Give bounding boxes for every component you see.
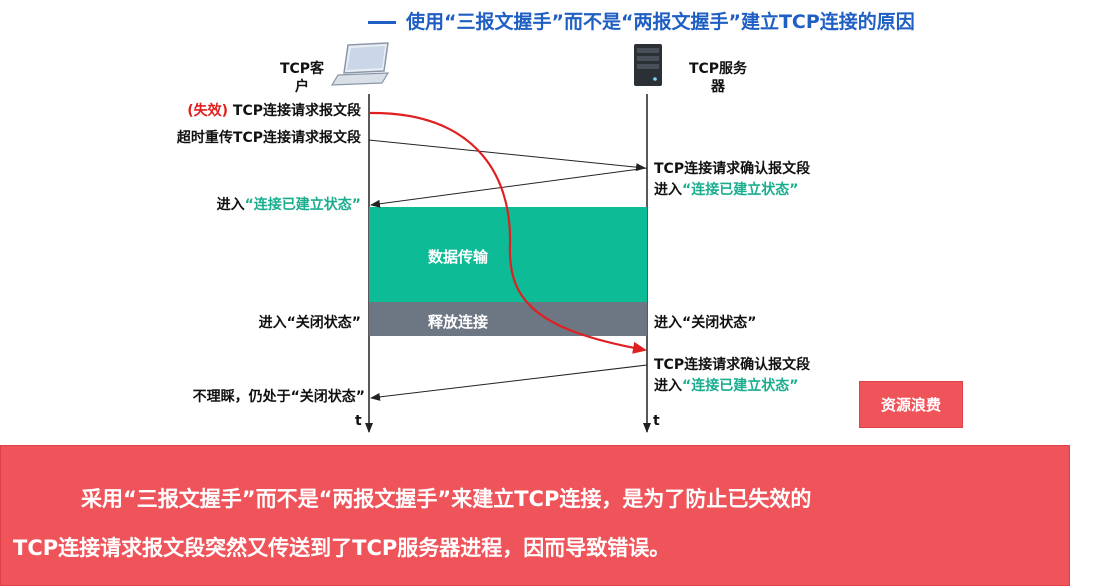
conclusion-box: 采用“三报文握手”而不是“两报文握手”来建立TCP连接，是为了防止已失效的 TC… [0,445,1070,586]
server-enter-prefix2: 进入 [654,378,682,394]
server-established-state2: “连接已建立状态” [682,378,799,394]
delayed-request-arrow [369,111,647,354]
server-confirm1-label: TCP连接请求确认报文段 [654,161,811,177]
page-title: 使用“三报文握手”而不是“两报文握手”建立TCP连接的原因 [368,7,915,34]
client-established-label: 进入“连接已建立状态” [217,196,361,214]
resource-waste-badge: 资源浪费 [859,381,963,428]
confirm-arrow [370,167,648,208]
conclusion-line1: 采用“三报文握手”而不是“两报文握手”来建立TCP连接，是为了防止已失效的 [81,487,812,511]
server-icon [634,44,662,86]
invalid-tag: (失效) [187,103,229,119]
client-name-line1: TCP客 [279,61,325,77]
invalid-request-label: (失效) TCP连接请求报文段 [187,102,361,120]
handshake-diagram [330,42,662,433]
title-dash-icon [368,21,396,24]
server-established2-label: 进入“连接已建立状态” [654,377,798,395]
client-enter-prefix: 进入 [216,197,245,213]
data-transfer-band [369,207,647,302]
title-text: 使用“三报文握手”而不是“两报文握手”建立TCP连接的原因 [406,11,915,33]
release-band [369,302,647,336]
retransmit-request-label: 超时重传TCP连接请求报文段 [176,130,361,146]
server-enter-prefix1: 进入 [654,182,682,198]
server-established1-label: 进入“连接已建立状态” [654,181,798,199]
client-label: TCP客 户 [262,60,342,96]
laptop-icon [330,42,390,86]
data-transfer-label: 数据传输 [428,248,489,266]
retransmit-arrow [368,139,646,172]
client-name-line2: 户 [295,79,309,95]
client-established-state: “连接已建立状态” [244,197,361,213]
client-time-axis-label: t [355,413,362,429]
server-name-line2: 器 [711,79,725,95]
conclusion-line2: TCP连接请求报文段突然又传送到了TCP服务器进程，因而导致错误。 [13,536,671,560]
late-confirm-arrow [370,364,648,401]
server-time-axis-label: t [653,413,660,429]
server-closed-label: 进入“关闭状态” [654,315,757,331]
server-name-line1: TCP服务 [688,61,748,77]
client-closed-label: 进入“关闭状态” [258,315,361,331]
release-label: 释放连接 [428,313,489,331]
client-ignore-label: 不理睬，仍处于“关闭状态” [192,389,365,405]
server-label: TCP服务 器 [678,60,758,96]
request1-text: TCP连接请求报文段 [228,103,361,119]
server-confirm2-label: TCP连接请求确认报文段 [654,357,811,373]
server-established-state1: “连接已建立状态” [682,182,799,198]
